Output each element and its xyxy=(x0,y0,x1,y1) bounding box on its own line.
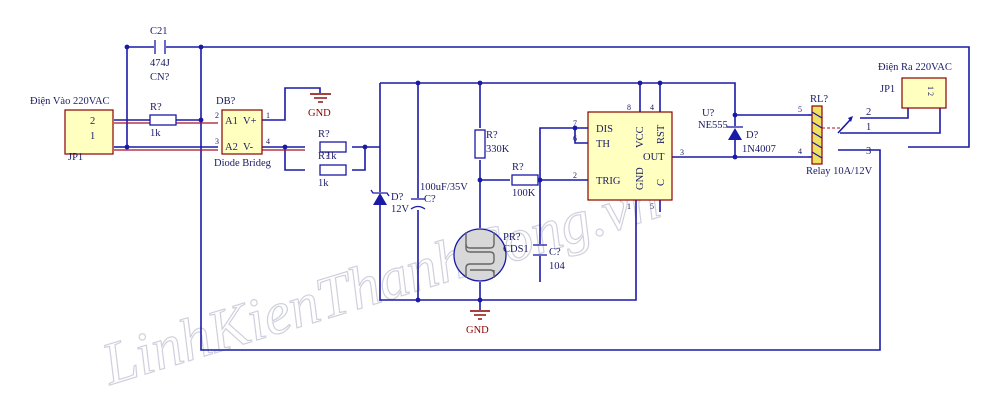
svg-text:3: 3 xyxy=(866,146,871,157)
r-in-value: 1k xyxy=(150,128,161,139)
svg-text:PR?: PR? xyxy=(503,232,521,243)
svg-text:1: 1 xyxy=(627,202,631,211)
ic-ne555: DIS TH TRIG OUT VCC RST GND C 7 6 2 8 4 … xyxy=(573,103,728,211)
svg-text:6: 6 xyxy=(573,134,577,143)
svg-text:DIS: DIS xyxy=(596,124,613,135)
svg-text:GND: GND xyxy=(308,108,331,119)
capacitor-c21: C21 474J CN? xyxy=(150,26,170,83)
svg-text:100K: 100K xyxy=(512,188,536,199)
svg-text:V-: V- xyxy=(243,142,254,153)
input-connector: Điện Vào 220VAC JP1 2 1 xyxy=(30,96,114,163)
svg-text:1 2: 1 2 xyxy=(926,86,935,96)
svg-text:C?: C? xyxy=(549,247,561,258)
db-name: Diode Brideg xyxy=(214,158,272,169)
svg-text:2: 2 xyxy=(215,111,219,120)
svg-text:1: 1 xyxy=(866,122,871,133)
svg-text:R?: R? xyxy=(512,162,524,173)
svg-text:104: 104 xyxy=(549,261,566,272)
svg-text:R?: R? xyxy=(318,129,330,140)
svg-text:A1: A1 xyxy=(225,116,238,127)
svg-text:U?: U? xyxy=(702,108,715,119)
svg-text:5: 5 xyxy=(650,202,654,211)
input-pin2: 2 xyxy=(90,116,95,127)
diode-1n4007: D? 1N4007 xyxy=(727,126,776,155)
photoresistor: PR? CDS1 xyxy=(453,228,529,282)
svg-text:330K: 330K xyxy=(486,144,510,155)
svg-text:1: 1 xyxy=(266,111,270,120)
svg-text:OUT: OUT xyxy=(643,152,665,163)
svg-text:1N4007: 1N4007 xyxy=(742,144,776,155)
svg-text:4: 4 xyxy=(650,103,654,112)
input-title: Điện Vào 220VAC xyxy=(30,96,110,107)
capacitor-104: C? 104 xyxy=(533,244,566,272)
output-title: Điện Ra 220VAC xyxy=(878,62,952,73)
svg-text:R?: R? xyxy=(318,151,330,162)
relay: RL? 5 4 2 1 3 Relay 10A/12V xyxy=(798,94,873,177)
resistor-330k: R? 330K xyxy=(474,129,510,159)
svg-text:GND: GND xyxy=(635,167,646,190)
svg-text:CDS1: CDS1 xyxy=(503,244,529,255)
svg-text:3: 3 xyxy=(215,137,219,146)
svg-text:2: 2 xyxy=(866,107,871,118)
input-ref: JP1 xyxy=(68,152,83,163)
svg-text:D?: D? xyxy=(746,130,759,141)
r-in-ref: R? xyxy=(150,102,162,113)
input-pin1: 1 xyxy=(90,131,95,142)
svg-text:D?: D? xyxy=(391,192,404,203)
svg-text:8: 8 xyxy=(627,103,631,112)
svg-text:5: 5 xyxy=(798,105,802,114)
ground-bottom: GND xyxy=(466,310,490,336)
svg-text:4: 4 xyxy=(798,147,802,156)
zener-diode: D? 12V xyxy=(370,189,410,215)
output-connector: 1 2 Điện Ra 220VAC JP1 xyxy=(878,62,952,109)
svg-text:4: 4 xyxy=(266,137,270,146)
svg-text:RL?: RL? xyxy=(810,94,828,105)
svg-text:12V: 12V xyxy=(391,204,410,215)
svg-text:C: C xyxy=(656,179,667,186)
c21-code: CN? xyxy=(150,72,170,83)
svg-text:100uF/35V: 100uF/35V xyxy=(420,182,468,193)
svg-text:1k: 1k xyxy=(318,178,329,189)
c21-ref: C21 xyxy=(150,26,168,37)
resistor-input: R? 1k xyxy=(149,102,177,139)
svg-text:3: 3 xyxy=(680,148,684,157)
svg-text:TRIG: TRIG xyxy=(596,176,621,187)
svg-text:C?: C? xyxy=(424,194,436,205)
junctions xyxy=(124,44,738,303)
svg-text:TH: TH xyxy=(596,139,610,150)
svg-text:RST: RST xyxy=(656,124,667,144)
capacitor-big: 100uF/35V C? xyxy=(410,182,468,210)
ground-top: GND xyxy=(308,93,331,119)
db-ref: DB? xyxy=(216,96,236,107)
thin-connectors xyxy=(114,122,305,151)
resistors-parallel: R? R? 1k 1k xyxy=(318,129,347,189)
resistor-100k: R? 100K xyxy=(511,162,539,199)
svg-text:R?: R? xyxy=(486,130,498,141)
svg-text:NE555: NE555 xyxy=(698,120,728,131)
svg-text:7: 7 xyxy=(573,119,577,128)
svg-text:VCC: VCC xyxy=(635,126,646,148)
svg-text:2: 2 xyxy=(573,171,577,180)
svg-text:GND: GND xyxy=(466,325,489,336)
diode-bridge: DB? A1 V+ A2 V- 2 1 3 4 Diode Brideg xyxy=(214,96,272,169)
svg-text:V+: V+ xyxy=(243,116,257,127)
c21-value: 474J xyxy=(150,58,170,69)
svg-text:1k: 1k xyxy=(326,151,337,162)
svg-text:Relay 10A/12V: Relay 10A/12V xyxy=(806,166,873,177)
svg-text:A2: A2 xyxy=(225,142,238,153)
output-ref: JP1 xyxy=(880,84,895,95)
